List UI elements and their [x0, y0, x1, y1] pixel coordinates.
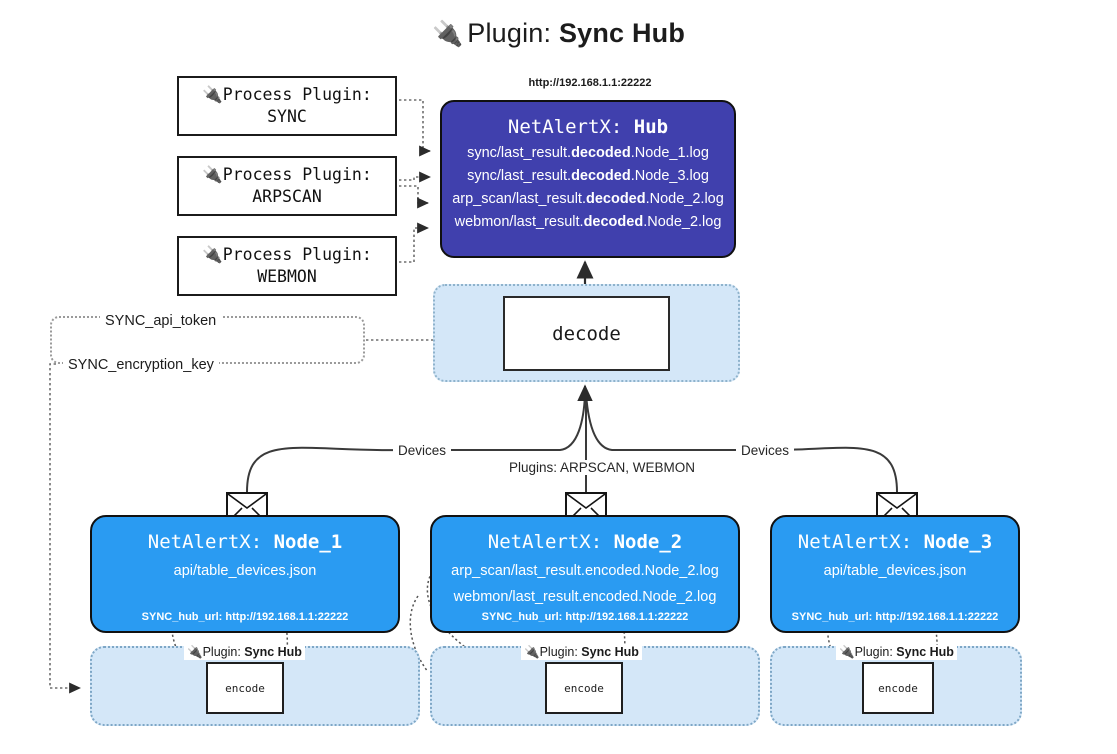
encode-plugin-label: 🔌Plugin: Sync Hub	[184, 645, 305, 660]
log-post: .Node_2.log	[645, 191, 724, 207]
hub-log-line: sync/last_result.decoded.Node_3.log	[442, 168, 734, 184]
decode-box[interactable]: decode	[503, 296, 670, 371]
log-pre: sync/last_result.	[467, 145, 572, 161]
log-pre: sync/last_result.	[467, 168, 572, 184]
encode-plugin-prefix: Plugin:	[854, 645, 893, 659]
node-title: NetAlertX: Node_3	[772, 531, 1018, 553]
log-post: .Node_3.log	[630, 168, 709, 184]
plug-icon: 🔌	[187, 645, 203, 659]
log-mid: decoded	[585, 191, 646, 207]
node-payload-line: api/table_devices.json	[173, 563, 317, 579]
hub-title-prefix: NetAlertX:	[507, 116, 623, 138]
hub-log-line: arp_scan/last_result.decoded.Node_2.log	[442, 191, 734, 207]
hub-node-card[interactable]: NetAlertX: Hub sync/last_result.decoded.…	[440, 100, 736, 258]
plug-icon: 🔌	[839, 645, 855, 659]
page-title: 🔌Plugin: Sync Hub	[0, 18, 1117, 49]
edge-label-devices-right: Devices	[736, 443, 795, 458]
log-mid: decoded	[583, 214, 644, 230]
log-pre: webmon/last_result.	[454, 214, 584, 230]
node-payload-line: api/table_devices.json	[823, 563, 967, 579]
encode-plugin-label: 🔌Plugin: Sync Hub	[836, 645, 957, 660]
hub-title-name: Hub	[633, 116, 669, 138]
encode-plugin-name: Sync Hub	[896, 645, 954, 659]
process-plugin-box-webmon[interactable]: 🔌Process Plugin: WEBMON	[177, 236, 397, 296]
log-post: .Node_1.log	[630, 145, 709, 161]
plug-icon: 🔌	[524, 645, 540, 659]
hub-log-line: sync/last_result.decoded.Node_1.log	[442, 145, 734, 161]
plug-icon: 🔌	[431, 20, 464, 48]
hub-log-line: webmon/last_result.decoded.Node_2.log	[442, 214, 734, 230]
edge-label-devices-left: Devices	[393, 443, 452, 458]
encode-plugin-name: Sync Hub	[581, 645, 639, 659]
process-plugin-label: Process Plugin:	[222, 164, 372, 184]
encode-plugin-name: Sync Hub	[244, 645, 302, 659]
page-title-name: Sync Hub	[558, 18, 686, 48]
edge-label-plugins: Plugins: ARPSCAN, WEBMON	[504, 460, 701, 475]
node-card-node-3[interactable]: NetAlertX: Node_3 api/table_devices.json…	[770, 515, 1020, 633]
node-title-prefix: NetAlertX:	[487, 531, 603, 553]
node-card-node-1[interactable]: NetAlertX: Node_1 api/table_devices.json…	[90, 515, 400, 633]
sync-api-token-label: SYNC_api_token	[100, 313, 222, 329]
process-plugin-name: WEBMON	[257, 267, 317, 286]
node-card-node-2[interactable]: NetAlertX: Node_2 arp_scan/last_result.e…	[430, 515, 740, 633]
encode-plugin-label: 🔌Plugin: Sync Hub	[521, 645, 642, 660]
hub-url-label: http://192.168.1.1:22222	[528, 77, 652, 89]
node-hub-url: SYNC_hub_url: http://192.168.1.1:22222	[791, 611, 999, 623]
process-plugin-name: ARPSCAN	[252, 187, 322, 206]
encode-box[interactable]: encode	[545, 662, 623, 714]
node-hub-url: SYNC_hub_url: http://192.168.1.1:22222	[481, 611, 689, 623]
hub-title: NetAlertX: Hub	[442, 116, 734, 138]
process-plugin-label: Process Plugin:	[222, 84, 372, 104]
plug-icon: 🔌	[202, 84, 223, 104]
plug-icon: 🔌	[202, 244, 223, 264]
encode-box[interactable]: encode	[206, 662, 284, 714]
node-payload-line: webmon/last_result.encoded.Node_2.log	[453, 589, 717, 605]
node-title-name: Node_1	[273, 531, 343, 553]
encode-box[interactable]: encode	[862, 662, 934, 714]
log-mid: decoded	[571, 168, 631, 184]
log-pre: arp_scan/last_result.	[452, 191, 586, 207]
sync-encryption-key-label: SYNC_encryption_key	[63, 357, 219, 373]
process-plugin-label: Process Plugin:	[222, 244, 372, 264]
node-title-prefix: NetAlertX:	[147, 531, 263, 553]
process-plugin-box-sync[interactable]: 🔌Process Plugin: SYNC	[177, 76, 397, 136]
page-title-prefix: Plugin:	[467, 18, 552, 48]
log-mid: decoded	[571, 145, 631, 161]
node-payload-line: arp_scan/last_result.encoded.Node_2.log	[451, 563, 719, 579]
node-title-name: Node_3	[923, 531, 993, 553]
encode-plugin-prefix: Plugin:	[202, 645, 241, 659]
process-plugin-name: SYNC	[267, 107, 307, 126]
node-title-prefix: NetAlertX:	[797, 531, 913, 553]
node-hub-url: SYNC_hub_url: http://192.168.1.1:22222	[141, 611, 349, 623]
node-title-name: Node_2	[613, 531, 683, 553]
node-title: NetAlertX: Node_1	[92, 531, 398, 553]
plug-icon: 🔌	[202, 164, 223, 184]
encode-plugin-prefix: Plugin:	[539, 645, 578, 659]
log-post: .Node_2.log	[643, 214, 722, 230]
node-title: NetAlertX: Node_2	[432, 531, 738, 553]
process-plugin-box-arpscan[interactable]: 🔌Process Plugin: ARPSCAN	[177, 156, 397, 216]
